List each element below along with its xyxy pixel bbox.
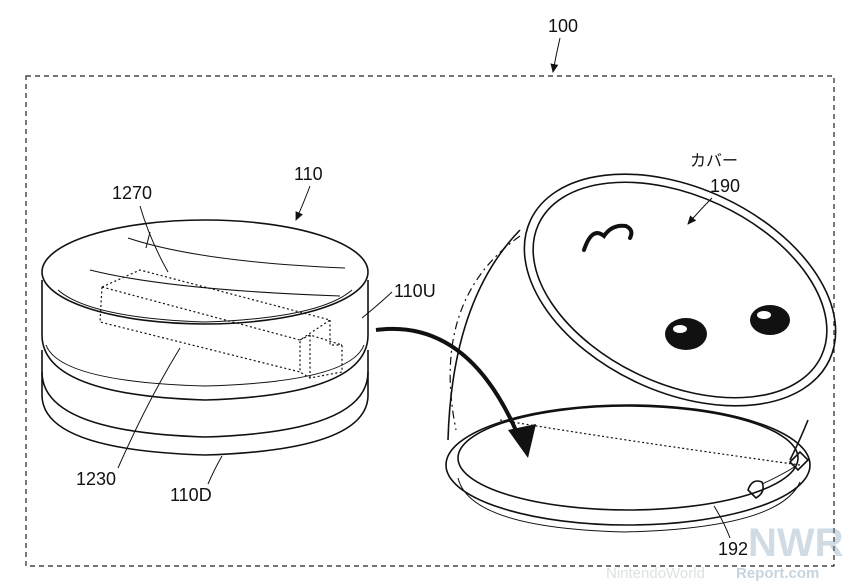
label-110U: 110U bbox=[394, 281, 436, 301]
cover-bottom-ring bbox=[445, 404, 811, 526]
cover-face-left-eye bbox=[665, 318, 707, 350]
zipper-pull bbox=[788, 450, 810, 472]
leader-190 bbox=[687, 197, 713, 225]
cover-190 bbox=[445, 173, 837, 533]
leader-110D bbox=[207, 455, 223, 485]
label-192: 192 bbox=[718, 539, 748, 559]
cover-face-brow bbox=[582, 223, 634, 252]
label-1270: 1270 bbox=[112, 183, 152, 203]
leader-1230 bbox=[117, 347, 181, 469]
label-110: 110 bbox=[294, 164, 323, 184]
internal-module-outline bbox=[99, 269, 343, 379]
cover-top-face bbox=[523, 173, 837, 407]
leader-110U bbox=[361, 291, 393, 319]
label-190: 190 bbox=[710, 176, 740, 196]
leader-1270 bbox=[139, 205, 169, 273]
cover-face-right-eye bbox=[750, 305, 790, 335]
leader-110 bbox=[295, 185, 311, 221]
device-110 bbox=[41, 219, 369, 456]
watermark-site-left: NintendoWorld bbox=[606, 565, 705, 582]
label-1230: 1230 bbox=[76, 469, 116, 489]
label-100: 100 bbox=[548, 16, 578, 36]
device-upper-body bbox=[41, 280, 369, 335]
device-top-surface bbox=[41, 219, 369, 325]
leader-192 bbox=[713, 505, 731, 539]
label-110D: 110D bbox=[170, 485, 212, 505]
label-cover-name: カバー bbox=[690, 151, 738, 170]
insertion-arrowhead bbox=[508, 424, 536, 458]
nwr-watermark: NWR NintendoWorld Report.com bbox=[606, 521, 844, 582]
system-boundary bbox=[25, 75, 835, 567]
device-lower-body bbox=[41, 350, 369, 456]
watermark-brand: NWR bbox=[748, 521, 844, 565]
watermark-site-right: Report.com bbox=[736, 565, 819, 582]
leader-100 bbox=[550, 37, 561, 73]
